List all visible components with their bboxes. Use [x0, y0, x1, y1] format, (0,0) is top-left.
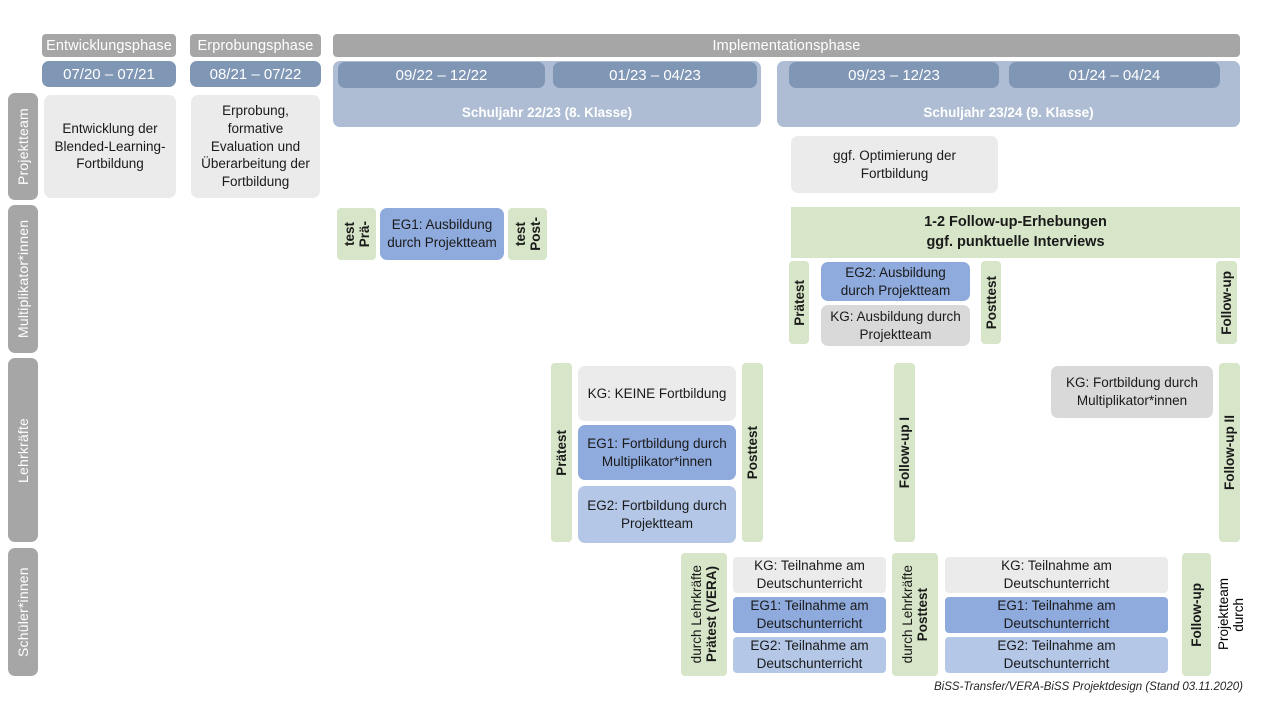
phase-header-implementationsphase: Implementationsphase	[333, 34, 1240, 57]
schueler-kg-1-box: KG: Teilnahme am Deutschunterricht	[733, 557, 886, 593]
date-label: 09/23 – 12/23	[848, 66, 940, 84]
followup-sub-line-2: Projektteam	[1216, 578, 1231, 651]
group-text: KG: Teilnahme am Deutschunterricht	[1001, 558, 1112, 591]
lehrkraefte-posttest-strip: Posttest	[742, 363, 763, 542]
footer-caption: BiSS-Transfer/VERA-BiSS Projektdesign (S…	[934, 681, 1243, 693]
footer-text: BiSS-Transfer/VERA-BiSS Projektdesign (S…	[934, 681, 1243, 693]
schueler-eg1-2-box: EG1: Teilnahme am Deutschunterricht	[945, 597, 1168, 633]
posttest-label: Posttest	[745, 425, 760, 480]
multiplikator-eg2-box: EG2: Ausbildung durch Projektteam	[821, 262, 970, 301]
task-text: Erprobung, formative Evaluation und Über…	[201, 102, 310, 190]
projektteam-optimize-task: ggf. Optimierung der Fortbildung	[791, 136, 998, 193]
phase-label: Entwicklungsphase	[46, 37, 172, 54]
task-text: ggf. Optimierung der Fortbildung	[832, 147, 957, 181]
multiplikator-kg-box: KG: Ausbildung durch Projektteam	[821, 305, 970, 346]
role-label-projektteam: Projektteam	[8, 93, 38, 200]
role-text: Projektteam	[15, 108, 31, 185]
schueler-eg1-1-box: EG1: Teilnahme am Deutschunterricht	[733, 597, 886, 633]
praetest-line-1: Prä-	[356, 220, 372, 248]
followup-1-label: Follow-up I	[897, 416, 912, 489]
group-text: EG2: Teilnahme am Deutschunterricht	[750, 638, 869, 671]
followup-bold-label: Follow-up	[1189, 582, 1204, 647]
role-text: Schüler*innen	[15, 567, 31, 657]
lehrkraefte-eg2-box: EG2: Fortbildung durch Projektteam	[578, 486, 736, 543]
phase-header-entwicklungsphase: Entwicklungsphase	[42, 34, 176, 57]
projektteam-pilot-task: Erprobung, formative Evaluation und Über…	[191, 95, 320, 198]
followup-sub-line-1: durch	[1231, 597, 1246, 632]
posttest-line-1: Post-	[527, 217, 543, 251]
posttest-line-2: test	[512, 221, 528, 246]
date-chip-pilot: 08/21 – 07/22	[190, 61, 321, 87]
date-chip-impl-3: 09/23 – 12/23	[789, 62, 999, 88]
schoolyear-label: Schuljahr 23/24 (9. Klasse)	[923, 105, 1094, 120]
lehrkraefte-eg1-box: EG1: Fortbildung durch Multiplikator*inn…	[578, 425, 736, 480]
role-label-multiplikatoren: Multiplikator*innen	[8, 205, 38, 353]
followup-2-label: Follow-up II	[1222, 415, 1237, 490]
schueler-eg2-2-box: EG2: Teilnahme am Deutschunterricht	[945, 637, 1168, 673]
lehrkraefte-followup-2-strip: Follow-up II	[1219, 363, 1240, 542]
multiplikator-posttest-1-strip: Post- test	[508, 208, 547, 260]
role-label-lehrkraefte: Lehrkräfte	[8, 358, 38, 542]
praetest-label: Prätest	[791, 279, 807, 326]
schueler-followup-strip: Follow-up	[1182, 553, 1211, 676]
date-chip-dev: 07/20 – 07/21	[42, 61, 176, 87]
schueler-posttest-strip: Posttest durch Lehrkräfte	[892, 553, 938, 676]
group-text: EG1: Fortbildung durch Multiplikator*inn…	[587, 435, 727, 469]
lehrkraefte-kg-box: KG: KEINE Fortbildung	[578, 366, 736, 421]
phase-label: Implementationsphase	[712, 37, 861, 54]
role-text: Lehrkräfte	[15, 417, 31, 483]
date-label: 07/20 – 07/21	[63, 65, 155, 83]
multiplikator-followup-banner: 1-2 Follow-up-Erhebungen ggf. punktuelle…	[791, 207, 1240, 258]
lehrkraefte-kg-2-box: KG: Fortbildung durch Multiplikator*inne…	[1051, 366, 1213, 418]
date-chip-impl-1: 09/22 – 12/22	[338, 62, 545, 88]
date-label: 01/23 – 04/23	[609, 66, 701, 84]
projektteam-dev-task: Entwicklung der Blended-Learning-Fortbil…	[44, 95, 176, 198]
followup-banner-line-1: 1-2 Follow-up-Erhebungen	[924, 214, 1107, 231]
date-chip-impl-4: 01/24 – 04/24	[1009, 62, 1220, 88]
role-label-schueler: Schüler*innen	[8, 548, 38, 676]
group-text: KG: Teilnahme am Deutschunterricht	[754, 558, 865, 591]
praetest-line-2: test	[341, 221, 357, 246]
date-label: 09/22 – 12/22	[395, 66, 488, 84]
schueler-eg2-1-box: EG2: Teilnahme am Deutschunterricht	[733, 637, 886, 673]
multiplikator-praetest-1-strip: Prä- test	[337, 208, 376, 260]
group-text: EG1: Ausbildung durch Projektteam	[387, 217, 497, 250]
schueler-kg-2-box: KG: Teilnahme am Deutschunterricht	[945, 557, 1168, 593]
praetest-label: Prätest	[554, 429, 569, 476]
group-text: KG: Ausbildung durch Projektteam	[830, 308, 961, 342]
followup-label: Follow-up	[1219, 270, 1234, 335]
phase-label: Erprobungsphase	[197, 37, 314, 54]
followup-banner-line-2: ggf. punktuelle Interviews	[926, 233, 1105, 250]
posttest-bold-label: Posttest	[915, 587, 930, 642]
phase-header-erprobungsphase: Erprobungsphase	[190, 34, 321, 57]
multiplikator-followup-strip: Follow-up	[1216, 261, 1237, 344]
lehrkraefte-praetest-strip: Prätest	[551, 363, 572, 542]
group-text: EG2: Teilnahme am Deutschunterricht	[997, 638, 1116, 671]
multiplikator-eg1-box: EG1: Ausbildung durch Projektteam	[380, 208, 504, 260]
group-text: KG: KEINE Fortbildung	[587, 385, 727, 401]
praetest-bold-label: Prätest (VERA)	[704, 566, 719, 663]
group-text: EG2: Fortbildung durch Projektteam	[587, 497, 727, 531]
schueler-followup-sublabel: durch Projektteam	[1209, 553, 1253, 676]
schoolyear-label: Schuljahr 22/23 (8. Klasse)	[461, 105, 633, 120]
praetest-sub-label: durch Lehrkräfte	[689, 565, 704, 664]
group-text: EG1: Teilnahme am Deutschunterricht	[750, 598, 869, 631]
lehrkraefte-followup-1-strip: Follow-up I	[894, 363, 915, 542]
posttest-label: Posttest	[983, 275, 999, 330]
date-chip-impl-2: 01/23 – 04/23	[553, 62, 757, 88]
date-label: 08/21 – 07/22	[209, 65, 302, 83]
date-label: 01/24 – 04/24	[1068, 66, 1161, 84]
multiplikator-posttest-2-strip: Posttest	[981, 261, 1001, 344]
group-text: EG1: Teilnahme am Deutschunterricht	[997, 598, 1116, 631]
multiplikator-praetest-2-strip: Prätest	[789, 261, 809, 344]
posttest-sub-label: durch Lehrkräfte	[900, 565, 915, 664]
group-text: EG2: Ausbildung durch Projektteam	[840, 264, 951, 298]
group-text: KG: Fortbildung durch Multiplikator*inne…	[1065, 375, 1199, 408]
schueler-praetest-strip: Prätest (VERA) durch Lehrkräfte	[681, 553, 727, 676]
role-text: Multiplikator*innen	[15, 219, 31, 339]
task-text: Entwicklung der Blended-Learning-Fortbil…	[54, 120, 166, 172]
